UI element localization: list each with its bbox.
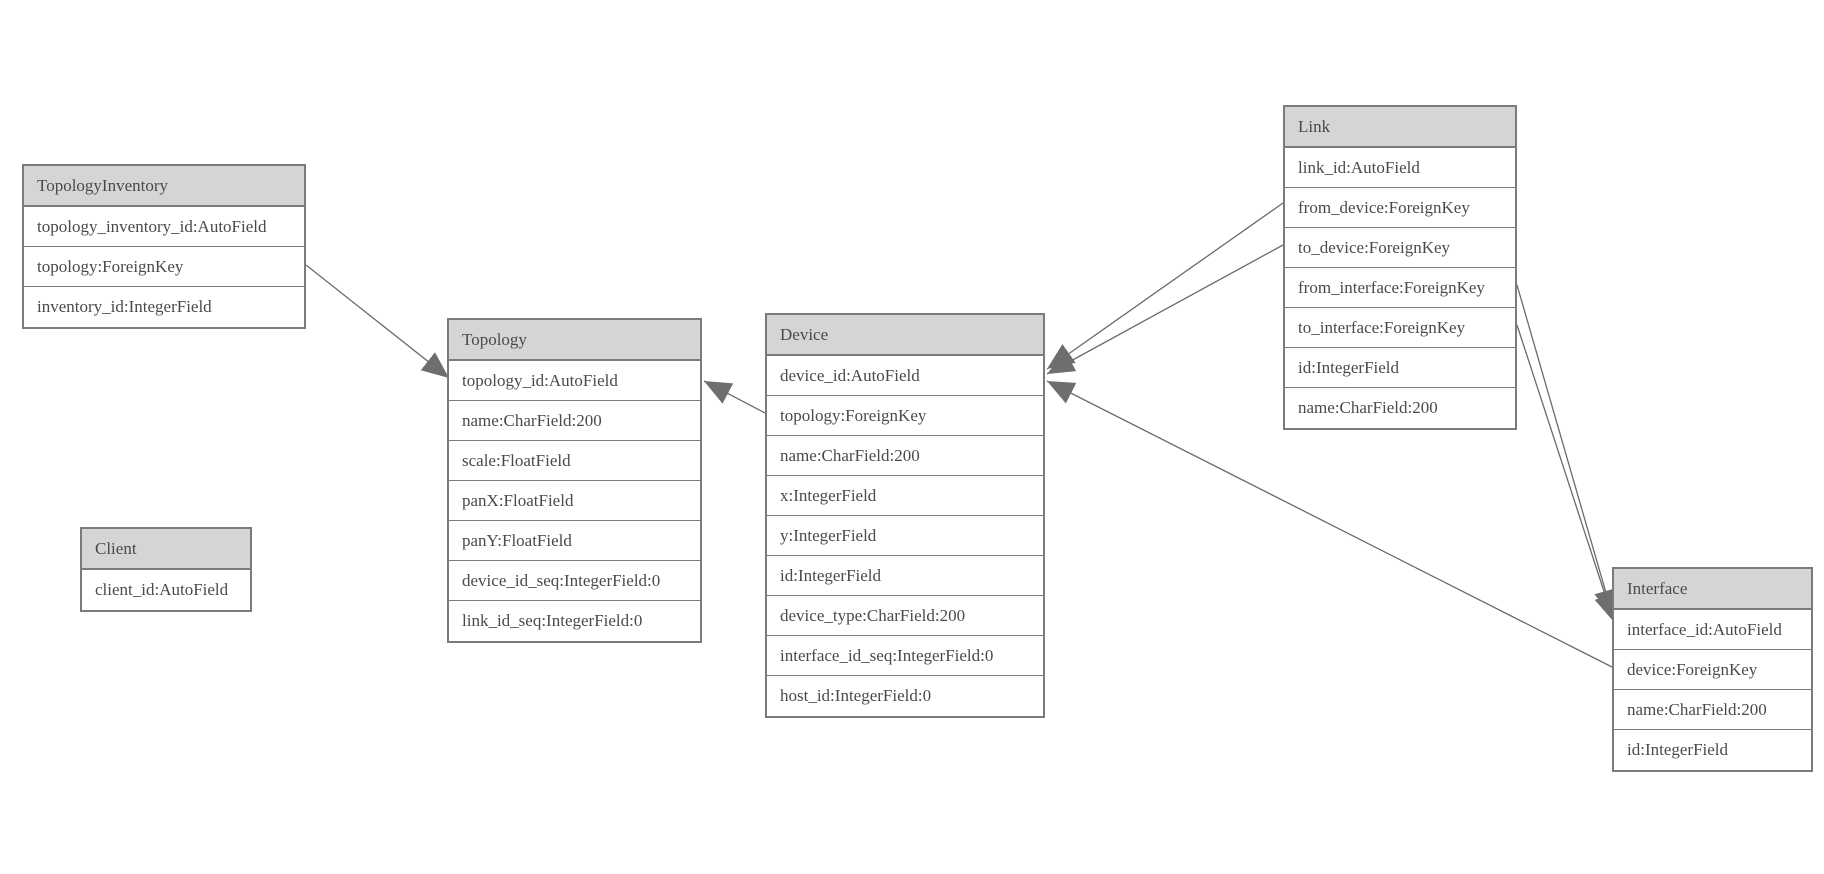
relation-line — [1046, 202, 1284, 370]
entity-field-row: to_interface:ForeignKey — [1285, 308, 1515, 348]
entity-title: Interface — [1614, 569, 1811, 610]
entity-field-row: topology:ForeignKey — [24, 247, 304, 287]
entity-field-row: inventory_id:IntegerField — [24, 287, 304, 327]
entity-field-row: name:CharField:200 — [1614, 690, 1811, 730]
entity-field-row: x:IntegerField — [767, 476, 1043, 516]
entity-title: TopologyInventory — [24, 166, 304, 207]
entity-field-row: from_interface:ForeignKey — [1285, 268, 1515, 308]
entity-field-row: id:IntegerField — [767, 556, 1043, 596]
relation-lines — [305, 202, 1617, 668]
relation-line — [1046, 380, 1613, 668]
entity-field-row: scale:FloatField — [449, 441, 700, 481]
entity-field-row: interface_id:AutoField — [1614, 610, 1811, 650]
entity-field-row: topology_inventory_id:AutoField — [24, 207, 304, 247]
relation-line — [703, 380, 766, 414]
entity-field-row: device_type:CharField:200 — [767, 596, 1043, 636]
entity-field-row: name:CharField:200 — [1285, 388, 1515, 428]
entity-field-row: host_id:IntegerField:0 — [767, 676, 1043, 716]
relation-line — [1046, 244, 1284, 375]
entity-field-row: link_id_seq:IntegerField:0 — [449, 601, 700, 641]
entity-field-row: from_device:ForeignKey — [1285, 188, 1515, 228]
entity-field-row: id:IntegerField — [1285, 348, 1515, 388]
entity-title: Link — [1285, 107, 1515, 148]
entity-field-row: name:CharField:200 — [449, 401, 700, 441]
entity-field-row: client_id:AutoField — [82, 570, 250, 610]
entity-field-row: device:ForeignKey — [1614, 650, 1811, 690]
entity-field-row: id:IntegerField — [1614, 730, 1811, 770]
entity-field-row: y:IntegerField — [767, 516, 1043, 556]
entity-field-row: interface_id_seq:IntegerField:0 — [767, 636, 1043, 676]
relation-line — [1516, 284, 1617, 618]
entity-field-row: panY:FloatField — [449, 521, 700, 561]
entity-title: Client — [82, 529, 250, 570]
entity-title: Device — [767, 315, 1043, 356]
entity-field-row: device_id:AutoField — [767, 356, 1043, 396]
entity-field-row: to_device:ForeignKey — [1285, 228, 1515, 268]
entity-field-row: name:CharField:200 — [767, 436, 1043, 476]
relation-line — [1516, 324, 1617, 623]
entity-field-row: panX:FloatField — [449, 481, 700, 521]
relation-line — [305, 264, 450, 379]
entity-field-row: device_id_seq:IntegerField:0 — [449, 561, 700, 601]
entity-field-row: link_id:AutoField — [1285, 148, 1515, 188]
entity-field-row: topology:ForeignKey — [767, 396, 1043, 436]
entity-title: Topology — [449, 320, 700, 361]
entity-field-row: topology_id:AutoField — [449, 361, 700, 401]
